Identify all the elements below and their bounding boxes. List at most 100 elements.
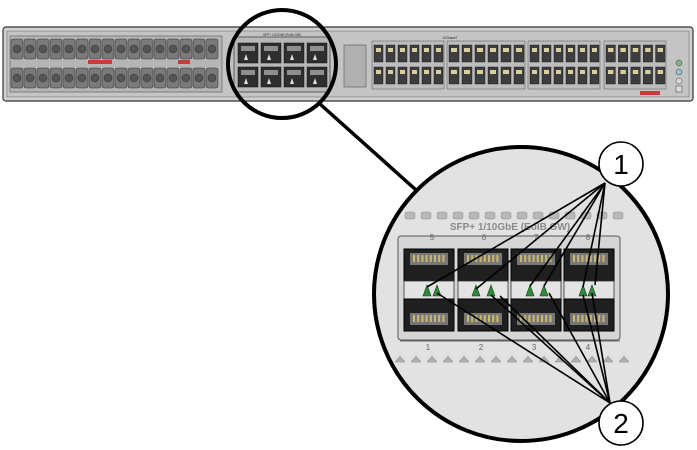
rj45-port <box>487 66 499 85</box>
vent-hole <box>468 211 480 220</box>
rj45-port <box>618 66 629 85</box>
rj45-port <box>553 44 564 63</box>
vent-hole <box>426 355 438 363</box>
rj45-contacts <box>632 48 639 52</box>
sfp-pin <box>549 315 552 322</box>
rj45-contacts <box>532 70 537 74</box>
sfp-pin <box>425 315 428 322</box>
rj45-port <box>529 66 540 85</box>
sfp-pin <box>467 255 469 262</box>
sfp-contacts <box>410 253 448 265</box>
rj45-port <box>589 44 600 63</box>
rj45-port <box>577 44 588 63</box>
rj45-port <box>409 44 420 63</box>
sfp-pin <box>438 255 441 262</box>
rj45-contacts <box>556 48 561 52</box>
left-port-socket <box>25 73 35 83</box>
vent-hole <box>458 355 470 363</box>
rj45-port <box>409 66 420 85</box>
small-sfp-contacts <box>310 46 324 51</box>
rj45-contacts <box>503 70 509 74</box>
small-sfp-contacts <box>310 70 324 75</box>
rj45-contacts <box>516 70 522 74</box>
vent-hole <box>474 355 486 363</box>
vent-hole <box>612 211 624 220</box>
sfp-pin <box>417 315 420 322</box>
port-led <box>539 284 549 297</box>
rj45-port <box>397 66 408 85</box>
rj45-contacts <box>451 48 457 52</box>
rj45-port <box>500 66 512 85</box>
vent-hole <box>442 355 454 363</box>
sfp-pin <box>589 255 592 262</box>
vent-hole <box>394 355 406 363</box>
right-port-bank <box>371 40 667 90</box>
sfp-pin <box>492 255 495 262</box>
left-port-socket <box>142 44 152 54</box>
small-sfp-led <box>244 78 248 84</box>
sfp-pin <box>589 315 592 322</box>
rj45-port <box>421 66 432 85</box>
rj45-contacts <box>436 48 441 52</box>
left-port-socket <box>77 44 87 54</box>
vent-hole <box>506 355 518 363</box>
callout-2-circle <box>598 400 644 446</box>
vent-hole <box>586 355 598 363</box>
rj45-port <box>373 66 384 85</box>
left-port-socket <box>12 44 22 54</box>
rj45-contacts <box>645 48 651 52</box>
rj45-contacts <box>608 48 614 52</box>
rj45-contacts <box>592 70 597 74</box>
left-port-socket <box>116 73 126 83</box>
sfp-pin <box>536 255 539 262</box>
rj45-port <box>553 66 564 85</box>
rj45-port <box>448 66 460 85</box>
left-port-socket <box>168 44 178 54</box>
sfp-contacts <box>464 313 502 325</box>
left-port-socket <box>38 73 48 83</box>
sfp-pin <box>528 255 531 262</box>
rj45-port <box>397 44 408 63</box>
rj45-port <box>474 66 486 85</box>
sfp-contacts <box>410 313 448 325</box>
rj45-contacts <box>424 48 429 52</box>
rj45-port <box>618 44 629 63</box>
rj45-contacts <box>544 48 549 52</box>
rj45-port <box>643 44 653 63</box>
zoom-detail-circle <box>372 145 670 443</box>
sfp-pin <box>602 255 605 262</box>
rj45-group-frame <box>446 40 526 90</box>
left-port-socket <box>90 44 100 54</box>
rj45-contacts <box>400 70 405 74</box>
left-port-socket <box>142 73 152 83</box>
rj45-port <box>605 44 616 63</box>
port-number-1: 1 <box>426 343 431 352</box>
rj45-contacts <box>632 70 639 74</box>
sfp-pin <box>581 255 584 262</box>
callout-1-line-d <box>543 182 606 287</box>
sfp-pin <box>467 315 469 322</box>
rj45-port <box>541 44 552 63</box>
callout-2-number: 2 <box>613 408 629 439</box>
sfp-pin <box>479 315 482 322</box>
left-port-socket <box>103 73 113 83</box>
rj45-port <box>433 44 444 63</box>
rj45-port <box>385 44 396 63</box>
left-port-socket <box>90 73 100 83</box>
sfp-pin <box>594 255 596 262</box>
sfp-pin <box>488 315 490 322</box>
rj45-contacts <box>376 48 381 52</box>
sfp-pin <box>577 315 580 322</box>
rj45-group-frame <box>371 40 445 90</box>
rj45-contacts <box>424 70 429 74</box>
rj45-contacts <box>580 48 585 52</box>
sfp-pin <box>496 315 499 322</box>
vent-hole <box>490 355 502 363</box>
left-port-socket <box>155 44 165 54</box>
sfp-pin <box>541 255 543 262</box>
rj45-port <box>630 44 641 63</box>
sfp-pin <box>594 315 596 322</box>
callout-2: 2 <box>598 400 644 446</box>
rj45-contacts <box>645 70 651 74</box>
vent-hole <box>484 211 496 220</box>
